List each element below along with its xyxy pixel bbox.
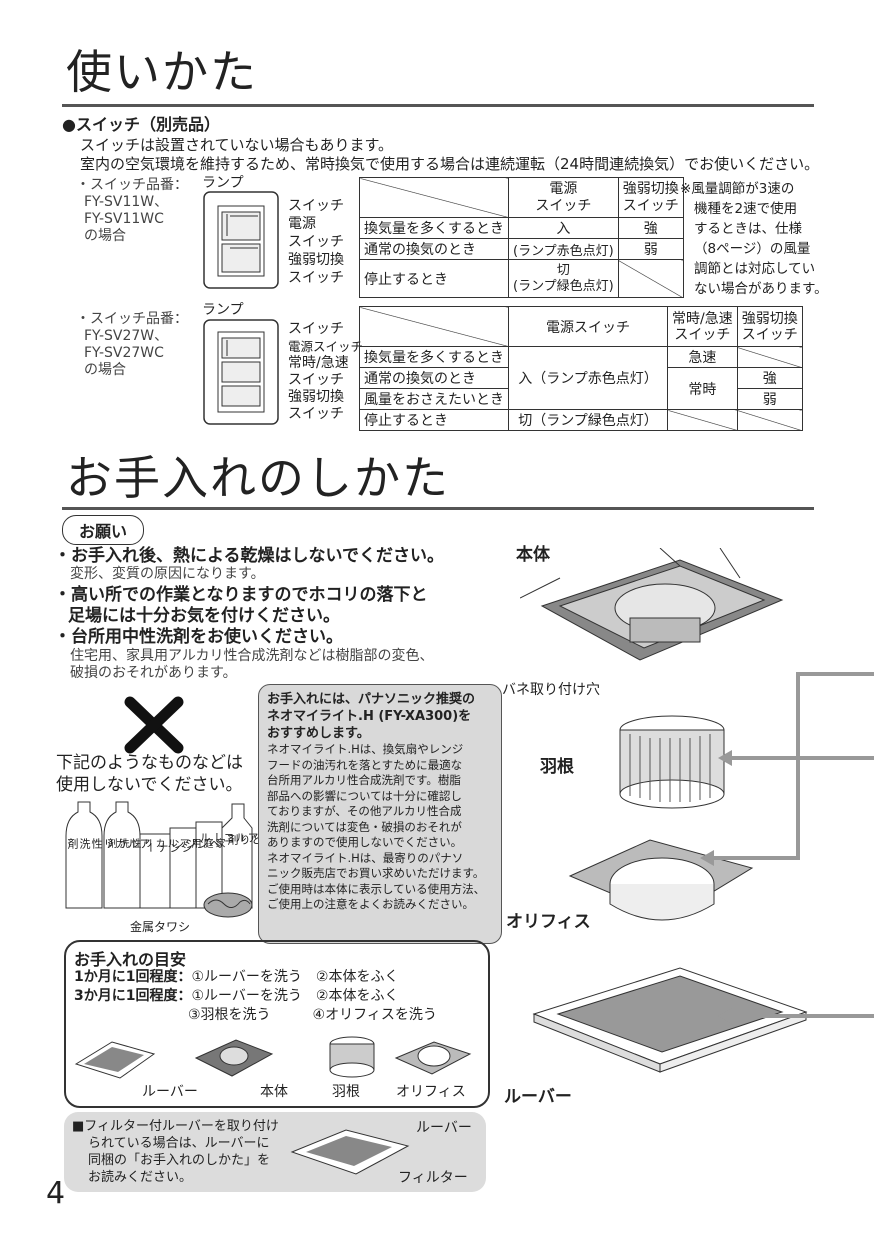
product-label: ベンジン xyxy=(172,838,221,849)
table-row-label: 通常の換気のとき xyxy=(359,238,509,260)
cell-power: 切 (ランプ緑色点灯) xyxy=(508,259,619,298)
table-row-label: 換気量を多くするとき xyxy=(359,346,509,368)
guide-title: お手入れの目安 xyxy=(74,950,187,969)
header-speed: 強弱切換 スイッチ xyxy=(622,180,679,214)
model2-parts: スイッチ 電源スイッチ 常時/急速 スイッチ 強弱切換 スイッチ xyxy=(288,321,364,422)
model1-parts: スイッチ 電源 スイッチ 強弱切換 スイッチ xyxy=(288,198,344,286)
title-rule xyxy=(62,104,814,107)
cell-speed-empty xyxy=(617,259,684,298)
prohibited-products-illustration xyxy=(65,801,253,909)
scrubber-icon xyxy=(203,892,253,918)
diagram-label-body: 本体 xyxy=(516,545,550,565)
guide-thumbnails xyxy=(74,1036,472,1079)
diagram-label-louver: ルーバー xyxy=(504,1087,572,1107)
request-bullets: ・お手入れ後、熱による乾燥はしないでください。 変形、変質の原因になります。 ・… xyxy=(54,546,444,681)
cell-power-off: 切（ランプ緑色点灯） xyxy=(508,409,668,431)
product-label: アルカリ性洗剤 xyxy=(66,838,151,849)
model1-switch-illustration xyxy=(203,191,279,289)
model2-lamp-label: ランプ xyxy=(202,302,244,318)
header-power: 電源 スイッチ xyxy=(535,180,592,214)
model2-switch-table: 電源スイッチ 常時/急速 スイッチ 強弱切換 スイッチ 換気量を多くするとき 入… xyxy=(359,306,803,431)
filter-louver-illustration xyxy=(290,1129,410,1175)
recommend-box: お手入れには、パナソニック推奨の ネオマイライト.H (FY-XA300)を お… xyxy=(258,684,502,944)
model1-label: ・スイッチ品番： FY-SV11W、 FY-SV11WC の場合 xyxy=(76,177,188,244)
table-row-label: 換気量を多くするとき xyxy=(359,217,509,239)
model2-switch-illustration xyxy=(203,319,279,425)
table-row-label: 風量をおさえたいとき xyxy=(359,388,509,410)
thumb-label-fan: 羽根 xyxy=(332,1084,360,1100)
table-row-label: 通常の換気のとき xyxy=(359,367,509,389)
header-speed: 強弱切換 スイッチ xyxy=(741,310,798,343)
product-label: アルコール xyxy=(198,832,259,843)
filter-note-filter-label: フィルター xyxy=(398,1170,468,1186)
product-label: 家庭用アルカリ性洗剤 xyxy=(105,838,224,848)
table-row-label: 停止するとき xyxy=(359,259,509,298)
cell-speed: 弱 xyxy=(736,388,803,410)
thumb-label-orifice: オリフィス xyxy=(396,1084,466,1100)
filter-note-louver-label: ルーバー xyxy=(416,1120,472,1136)
cell-power: 入 xyxy=(508,217,619,239)
page-number: 4 xyxy=(46,1176,66,1211)
product-label: シンナー xyxy=(144,842,193,853)
cleaning-guide-box: お手入れの目安 1か月に1回程度：①ルーバーを洗う ②本体をふく 3か月に1回程… xyxy=(64,940,490,1108)
prohibited-x-icon xyxy=(124,696,184,754)
model1-switch-table: 電源 スイッチ 強弱切換 スイッチ 換気量を多くするとき 入 強 通常の換気のと… xyxy=(359,177,684,298)
section-title-care: お手入れのしかた xyxy=(66,451,450,505)
table-row-label: 停止するとき xyxy=(359,409,509,431)
scrubber-label: 金属タワシ xyxy=(130,920,191,934)
request-badge: お願い xyxy=(62,515,145,545)
title-rule xyxy=(62,507,814,510)
model2-label: ・スイッチ品番： FY-SV27W、 FY-SV27WC の場合 xyxy=(76,311,188,378)
cell-mode: 常時 xyxy=(667,367,738,410)
diagram-label-spring-hole: バネ取り付け穴 xyxy=(502,682,600,698)
fan-impeller-illustration xyxy=(619,715,725,809)
cell-speed: 強 xyxy=(736,367,803,389)
switch-note-1: スイッチは設置されていない場合もあります。 xyxy=(80,136,394,154)
dont-use-text: 下記のようなものなどは 使用しないでください。 xyxy=(56,753,243,795)
thumb-label-louver: ルーバー xyxy=(142,1084,198,1100)
filter-note-box: ■フィルター付ルーバーを取り付け られている場合は、ルーバーに 同梱の「お手入れ… xyxy=(64,1112,486,1192)
cell-speed: 強 xyxy=(617,217,684,239)
cell-power-on: 入（ランプ赤色点灯） xyxy=(508,346,668,410)
assembly-arrows xyxy=(700,672,874,1024)
section-title-usage: 使いかた xyxy=(66,45,258,99)
cell-mode: 急速 xyxy=(667,346,738,368)
diagram-label-orifice: オリフィス xyxy=(506,912,591,932)
switch-heading: ●スイッチ（別売品） xyxy=(62,115,220,134)
fan-body-illustration xyxy=(520,548,784,661)
model1-lamp-label: ランプ xyxy=(202,175,244,191)
louver-illustration xyxy=(532,967,808,1073)
header-mode: 常時/急速 スイッチ xyxy=(672,310,733,343)
diagram-label-fan: 羽根 xyxy=(540,757,574,777)
thumb-label-body: 本体 xyxy=(260,1084,288,1100)
cell-power: (ランプ赤色点灯) xyxy=(508,238,619,260)
model1-footnote: ※風量調節が3速の 機種を2速で使用 するときは、仕様 （8ページ）の風量 調節… xyxy=(680,181,828,297)
header-power: 電源スイッチ xyxy=(546,319,630,336)
switch-note-2: 室内の空気環境を維持するため、常時換気で使用する場合は連続運転（24時間連続換気… xyxy=(80,155,820,173)
cell-speed: 弱 xyxy=(617,238,684,260)
